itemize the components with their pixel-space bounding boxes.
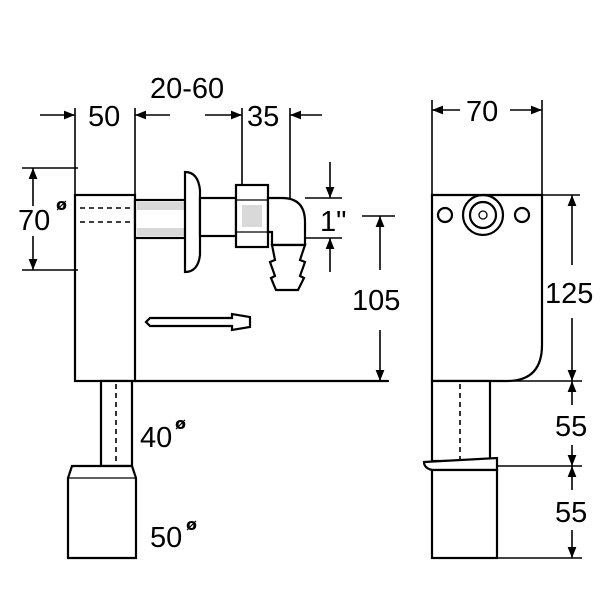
side-view [422, 193, 544, 560]
dim-55-upper: 55 [555, 411, 587, 443]
dia-symbol-50: ø [186, 515, 197, 534]
dim-105: 105 [352, 285, 400, 317]
hose-barb [268, 243, 307, 292]
dim-70-side: 70 [466, 96, 498, 128]
dimension-lines [22, 100, 582, 559]
screw [144, 312, 252, 332]
dimension-labels: 50 20-60 35 70 ø 1" 105 40 ø 50 ø 70 125… [18, 73, 593, 554]
elbow [266, 196, 307, 247]
outlet-ring-inner [468, 200, 498, 230]
dim-50-dia: 50 [150, 522, 182, 554]
mount-hole-right [513, 206, 531, 224]
main-body [73, 193, 137, 383]
outlet-ring-core [478, 210, 488, 220]
side-pipe-upper [430, 379, 492, 463]
side-body [430, 193, 544, 383]
pipe-shade-lower [137, 228, 185, 236]
pipe-50 [66, 464, 138, 560]
dim-1-inch: 1" [320, 206, 346, 238]
front-view [66, 170, 390, 560]
connector-tube [198, 196, 238, 238]
dim-50: 50 [88, 101, 120, 133]
dia-symbol-40: ø [175, 414, 186, 433]
dim-20-60: 20-60 [150, 73, 224, 105]
dim-125: 125 [545, 278, 593, 310]
flange [183, 170, 202, 274]
pipe-shade [137, 202, 185, 210]
outlet-ring-outer [461, 193, 505, 237]
dim-70-dia: 70 [18, 205, 50, 237]
dim-55-lower: 55 [555, 497, 587, 529]
nut-shade [242, 205, 262, 227]
mount-hole-left [436, 206, 454, 224]
side-pipe-lower [430, 468, 499, 560]
dia-symbol-70: ø [56, 195, 67, 214]
dim-40-dia: 40 [140, 422, 172, 454]
dim-35: 35 [247, 101, 279, 133]
